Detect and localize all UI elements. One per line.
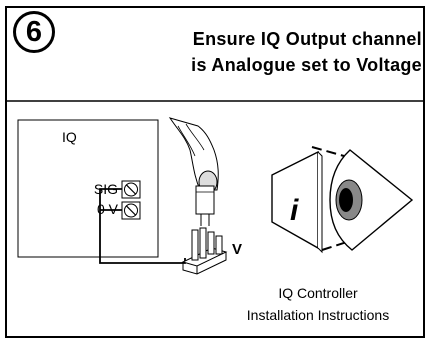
info-letter: i — [290, 194, 299, 227]
terminal-sig-screw-icon — [121, 180, 141, 199]
read-manual-icon: i — [271, 146, 414, 254]
step-number: 6 — [25, 15, 43, 48]
step-title-line-2: is Analogue set to Voltage — [191, 55, 422, 75]
jumper-position-label: V — [232, 241, 242, 258]
step-number-badge: 6 — [13, 11, 55, 53]
jumper-link-icon — [195, 185, 215, 226]
caption-line-1: IQ Controller — [278, 285, 358, 301]
controller-label: IQ — [62, 129, 77, 145]
terminal-0v-label: 0 V — [97, 201, 119, 217]
caption-line-2: Installation Instructions — [247, 307, 389, 323]
step-title: Ensure IQ Output channel is Analogue set… — [88, 26, 422, 78]
terminal-0v-screw-icon — [121, 201, 141, 220]
step-title-line-1: Ensure IQ Output channel — [192, 29, 422, 49]
finger-icon — [168, 117, 219, 194]
instruction-panel — [5, 6, 425, 338]
jumper-header-pins-icon — [181, 227, 228, 275]
